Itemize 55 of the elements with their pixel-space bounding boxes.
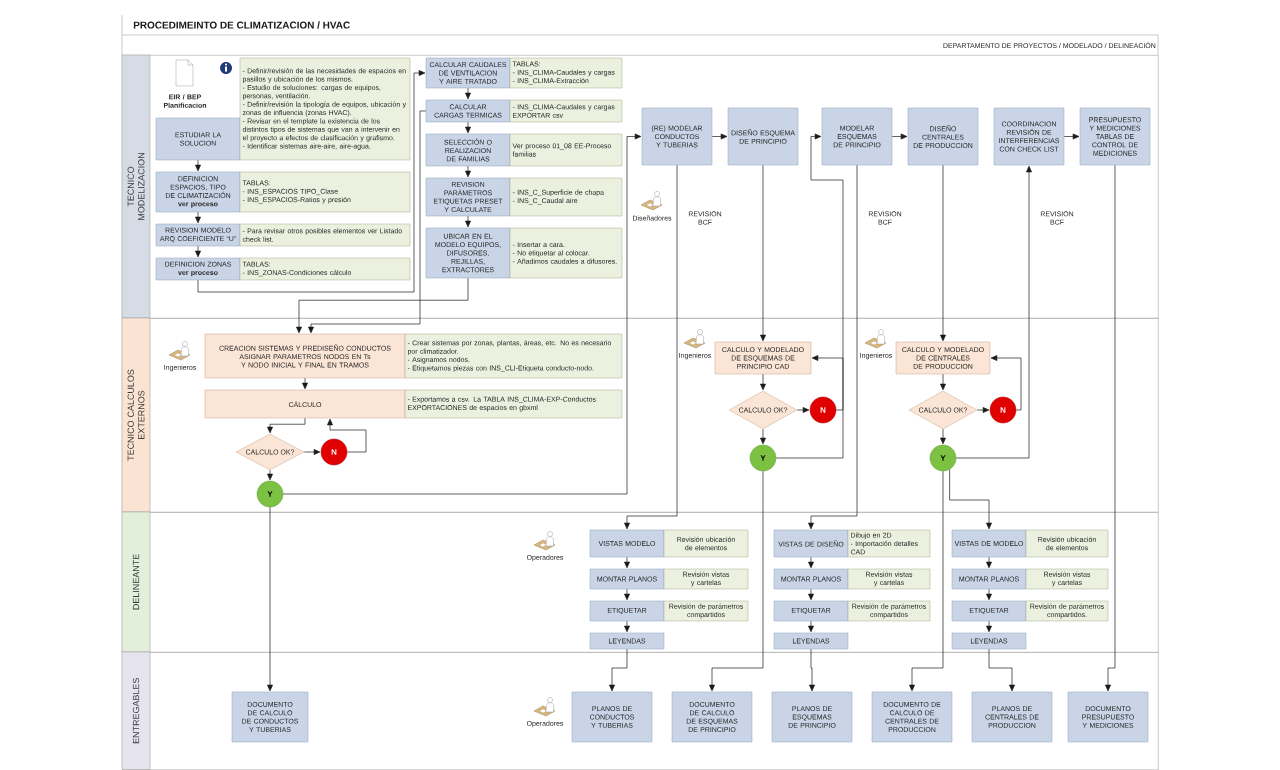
lane-header: TECNICO CALCULOS EXTERNOS [121, 317, 151, 513]
arrow [195, 211, 201, 224]
arrow [327, 418, 367, 453]
arrow [465, 121, 471, 134]
arrow [760, 428, 766, 445]
arrow [949, 469, 992, 530]
arrow [986, 588, 992, 601]
arrow [308, 110, 427, 334]
arrow [891, 133, 908, 140]
arrow [709, 470, 764, 692]
arrow [808, 620, 814, 633]
arrow [282, 133, 642, 495]
arrow [1105, 164, 1116, 692]
arrow [195, 159, 201, 172]
arrow [711, 133, 728, 140]
arrow [296, 277, 469, 334]
arrow [624, 164, 678, 530]
arrow [267, 506, 273, 692]
lane-header: ENTREGABLES [121, 651, 151, 770]
arrow [808, 588, 814, 601]
arrow [811, 355, 844, 411]
lane-header: DELINEANTE [121, 511, 151, 653]
arrow [808, 556, 814, 569]
arrow [940, 164, 946, 342]
arrow [988, 648, 1015, 692]
arrow [775, 133, 844, 459]
arrow [267, 417, 306, 434]
arrow [909, 470, 944, 692]
arrow [609, 648, 628, 692]
arrow [955, 165, 1032, 459]
arrow [1063, 133, 1080, 140]
arrow [760, 164, 766, 342]
arrow [976, 407, 990, 413]
arrow [986, 620, 992, 633]
page-title: PROCEDIMEINTO DE CLIMATIZACION / HVAC [133, 21, 350, 29]
arrow [940, 428, 946, 445]
arrow [796, 407, 810, 413]
arrow [624, 620, 630, 633]
arrow [986, 556, 992, 569]
arrow [267, 469, 273, 481]
arrow [302, 377, 308, 390]
lane-header: TECNICO MODELIZACION [121, 54, 151, 319]
arrow [465, 87, 471, 100]
arrow [624, 556, 630, 569]
arrow [465, 165, 471, 178]
arrow [624, 588, 630, 601]
arrow [808, 164, 858, 530]
arrow [760, 373, 766, 391]
arrow [809, 648, 815, 692]
arrow [940, 373, 946, 391]
arrow [990, 355, 1022, 411]
arrow [303, 449, 321, 455]
arrow [197, 70, 426, 293]
arrow [195, 245, 201, 258]
arrow [465, 215, 471, 228]
